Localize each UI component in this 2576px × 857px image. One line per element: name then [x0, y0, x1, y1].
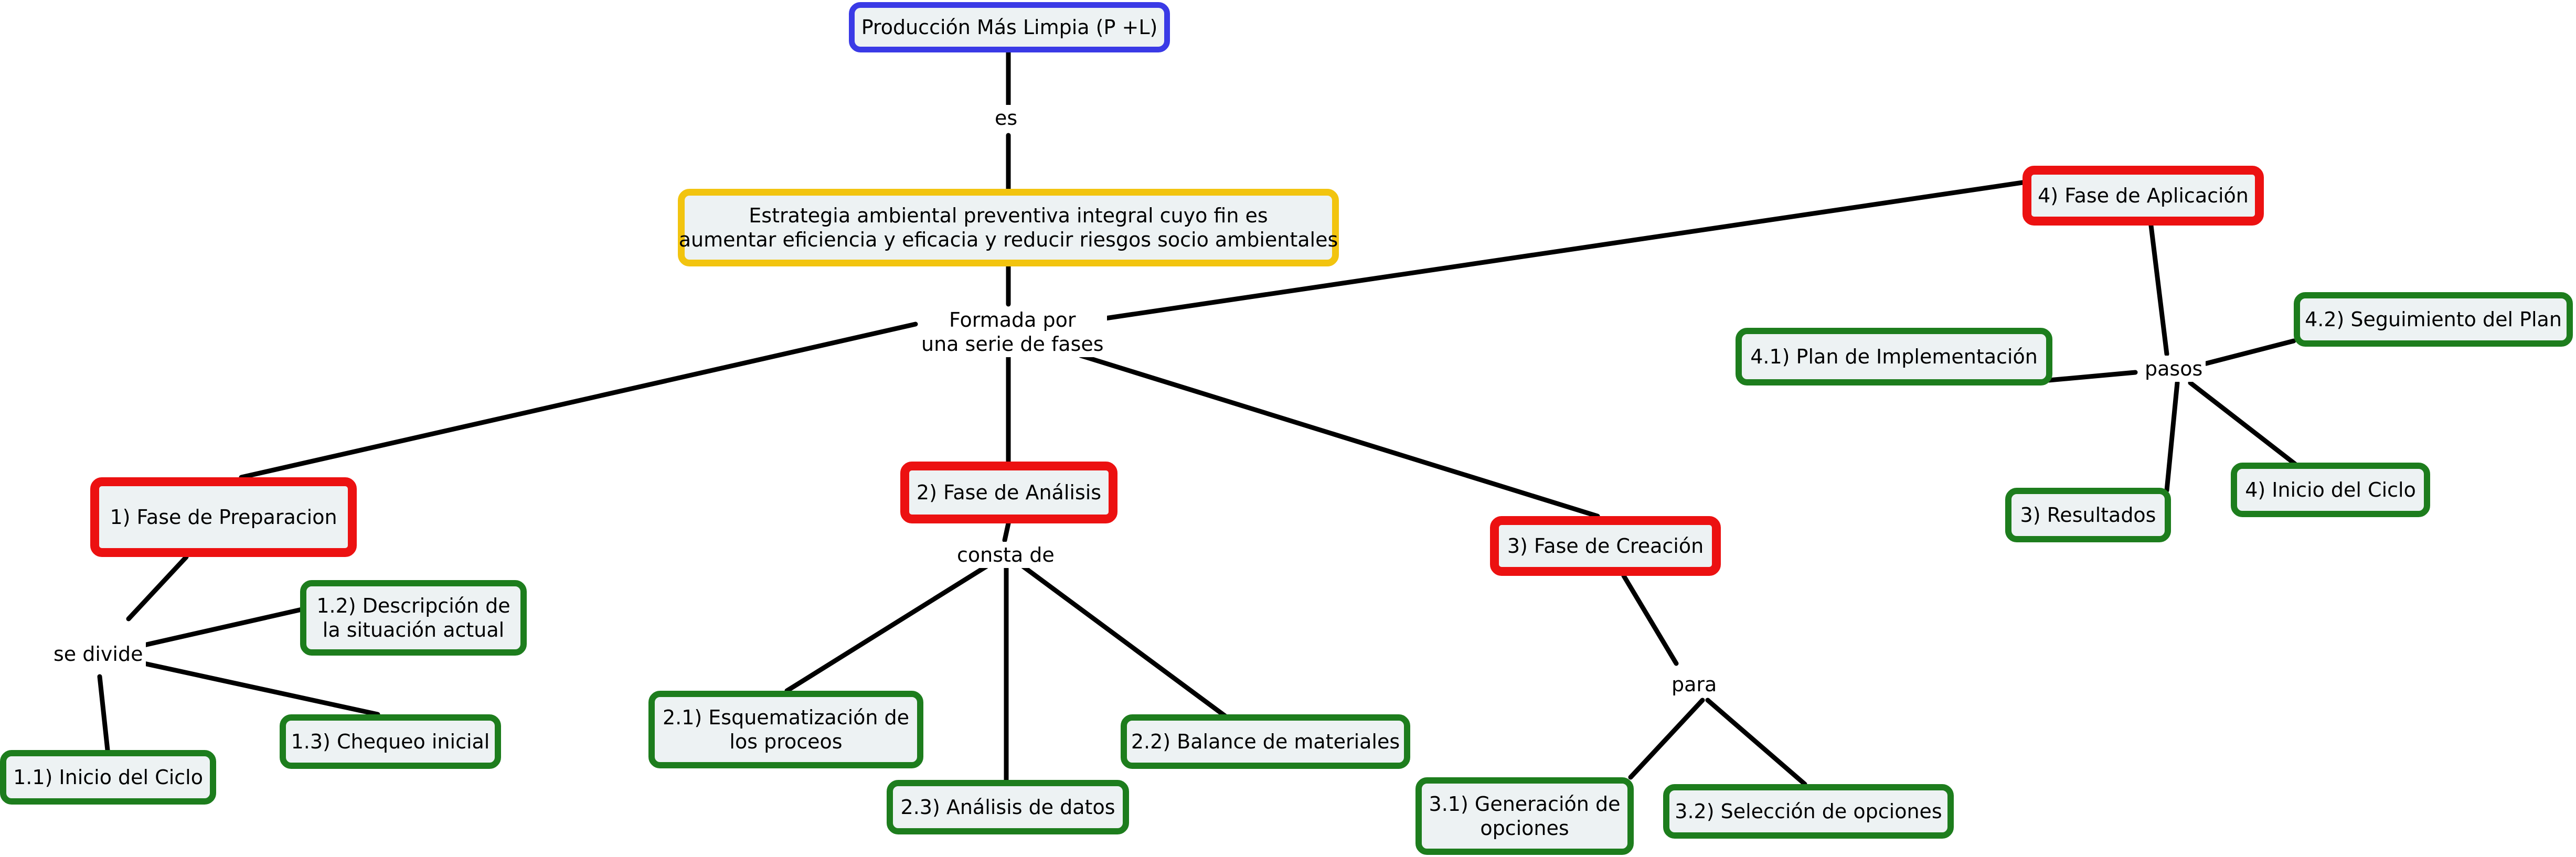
- link-label-consta-de: consta de: [954, 542, 1058, 568]
- link-label-formada-line-1: Formada por: [949, 308, 1076, 331]
- item-2-2-node[interactable]: 2.2) Balance de materiales: [1121, 714, 1410, 769]
- phase-2-label: 2) Fase de Análisis: [916, 481, 1102, 504]
- item-3-resultados-node[interactable]: 3) Resultados: [2005, 488, 2171, 542]
- link-label-formada-line-2: una serie de fases: [921, 333, 1104, 356]
- connector-pasos-4-2: [2204, 338, 2296, 366]
- item-2-3-label: 2.3) Análisis de datos: [900, 796, 1115, 819]
- item-1-1-label: 1.1) Inicio del Ciclo: [13, 766, 203, 789]
- connector-pasos-4: [2188, 380, 2298, 467]
- phase-1-label: 1) Fase de Preparacion: [110, 506, 337, 529]
- item-4-2-label: 4.2) Seguimiento del Plan: [2305, 308, 2562, 331]
- connector-formada-phase1: [239, 322, 918, 480]
- connector-pasos-3: [2164, 380, 2180, 493]
- item-1-3-node[interactable]: 1.3) Chequeo inicial: [280, 714, 501, 769]
- item-4-inicio-node[interactable]: 4) Inicio del Ciclo: [2231, 463, 2430, 517]
- item-3-2-node[interactable]: 3.2) Selección de opciones: [1663, 784, 1954, 839]
- definition-line-1: Estrategia ambiental preventiva integral…: [749, 204, 1268, 227]
- item-1-2-line-1: 1.2) Descripción de: [316, 594, 510, 617]
- phase-4-node[interactable]: 4) Fase de Aplicación: [2023, 166, 2264, 226]
- connector-constade-2-1: [784, 564, 989, 693]
- item-4-1-label: 4.1) Plan de Implementación: [1750, 345, 2038, 368]
- connector-sedivide-1-3: [142, 661, 380, 717]
- root-node[interactable]: Producción Más Limpia (P +L): [849, 2, 1170, 52]
- definition-node[interactable]: Estrategia ambiental preventiva integral…: [678, 189, 1339, 266]
- definition-line-2: aumentar eficiencia y eficacia y reducir…: [678, 228, 1338, 251]
- link-label-es: es: [992, 105, 1021, 131]
- item-3-2-label: 3.2) Selección de opciones: [1675, 800, 1942, 823]
- connector-formada-phase4: [1099, 180, 2025, 322]
- connector-sedivide-1-2: [142, 607, 304, 648]
- phase-3-label: 3) Fase de Creación: [1507, 534, 1704, 558]
- link-label-pasos: pasos: [2142, 356, 2206, 382]
- link-label-se-divide: se divide: [50, 641, 146, 667]
- item-1-3-label: 1.3) Chequeo inicial: [291, 730, 490, 753]
- connector-para-3-1: [1628, 698, 1705, 780]
- item-4-inicio-label: 4) Inicio del Ciclo: [2245, 478, 2416, 501]
- item-2-1-line-2: los proceos: [729, 730, 843, 753]
- phase-2-node[interactable]: 2) Fase de Análisis: [900, 462, 1117, 523]
- connector-phase4-pasos: [2148, 223, 2169, 357]
- phase-3-node[interactable]: 3) Fase de Creación: [1490, 516, 1721, 576]
- item-4-1-node[interactable]: 4.1) Plan de Implementación: [1736, 328, 2052, 385]
- item-1-2-node[interactable]: 1.2) Descripción de la situación actual: [300, 580, 527, 656]
- root-node-label: Producción Más Limpia (P +L): [861, 16, 1158, 39]
- item-4-2-node[interactable]: 4.2) Seguimiento del Plan: [2294, 292, 2573, 347]
- item-1-1-node[interactable]: 1.1) Inicio del Ciclo: [0, 750, 216, 805]
- item-2-2-label: 2.2) Balance de materiales: [1131, 730, 1400, 753]
- connector-phase3-para: [1621, 573, 1679, 666]
- item-2-3-node[interactable]: 2.3) Análisis de datos: [887, 780, 1129, 834]
- item-3-resultados-label: 3) Resultados: [2020, 504, 2156, 527]
- link-label-para: para: [1668, 671, 1720, 698]
- item-3-1-node[interactable]: 3.1) Generación de opciones: [1415, 777, 1634, 855]
- connector-constade-2-2: [1020, 564, 1228, 719]
- phase-1-node[interactable]: 1) Fase de Preparacion: [90, 477, 357, 557]
- item-3-1-line-2: opciones: [1480, 817, 1569, 840]
- phase-4-label: 4) Fase de Aplicación: [2038, 184, 2249, 207]
- connector-para-3-2: [1705, 698, 1807, 787]
- item-2-1-line-1: 2.1) Esquematización de: [662, 706, 910, 729]
- connector-sedivide-1-1: [97, 674, 110, 753]
- item-2-1-node[interactable]: 2.1) Esquematización de los proceos: [648, 691, 923, 768]
- link-label-formada: Formada por una serie de fases: [918, 307, 1107, 357]
- connector-phase1-sedivide: [126, 554, 189, 622]
- connector-phase2-constade: [1002, 521, 1011, 543]
- item-1-2-line-2: la situación actual: [322, 618, 505, 641]
- connector-formada-phase3: [1078, 353, 1600, 519]
- connector-pasos-4-1: [2046, 370, 2138, 383]
- item-3-1-line-1: 3.1) Generación de: [1429, 792, 1621, 816]
